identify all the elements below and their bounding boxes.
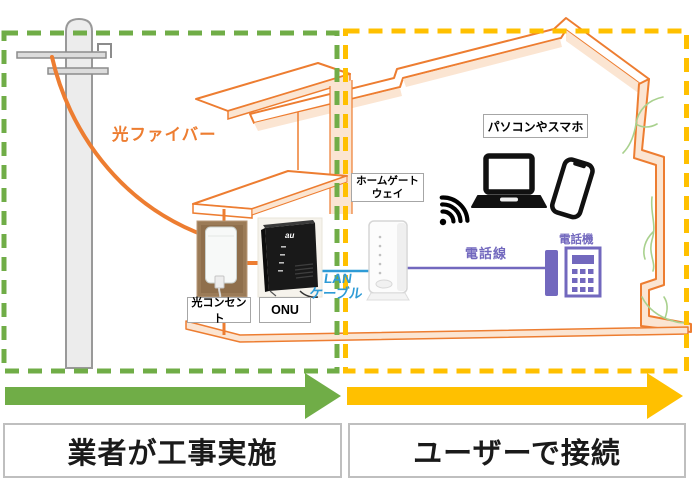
construction-zone-border: [1, 30, 340, 374]
onu-label: ONU: [259, 297, 311, 323]
home-gateway-label: ホームゲート ウェイ: [351, 173, 424, 202]
utility-pole: [16, 17, 112, 369]
connection-caption: ユーザーで接続: [348, 423, 686, 478]
vine-decoration: [622, 96, 688, 324]
crossarm-hook: [97, 43, 112, 58]
crossarm-top: [16, 51, 107, 59]
fiber-label: 光ファイバー: [112, 126, 217, 144]
home-gateway-photo: [366, 220, 410, 301]
pc-smartphone-label: パソコンやスマホ: [483, 114, 588, 138]
lan-cable-label-line2: ケーブル: [308, 286, 364, 301]
crossarm-bottom: [47, 67, 109, 75]
wifi-icon: [439, 195, 470, 226]
construction-arrow: [5, 373, 341, 419]
telephone-icon: [545, 246, 602, 298]
onu-photo: au: [257, 217, 323, 298]
construction-caption: 業者が工事実施: [3, 423, 342, 478]
optical-outlet-label: 光コンセント: [187, 297, 251, 325]
home-gateway-label-line2: ウェイ: [371, 187, 404, 200]
telephone-label: 電話機: [559, 234, 594, 246]
onu-brand-logo: au: [285, 231, 294, 240]
home-gateway-label-line1: ホームゲート: [356, 175, 419, 187]
optical-outlet-photo: [196, 220, 248, 298]
user-arrow: [347, 373, 683, 419]
fiber-cable: [50, 55, 208, 238]
house-illustration: [185, 17, 692, 343]
phone-line-label: 電話線: [465, 246, 508, 261]
laptop-icon: [471, 153, 547, 208]
smartphone-icon: [549, 157, 595, 220]
user-zone-border: [343, 28, 689, 374]
lan-cable-label-line1: LAN: [323, 271, 353, 286]
lan-cable-label: LAN ケーブル: [296, 271, 378, 301]
